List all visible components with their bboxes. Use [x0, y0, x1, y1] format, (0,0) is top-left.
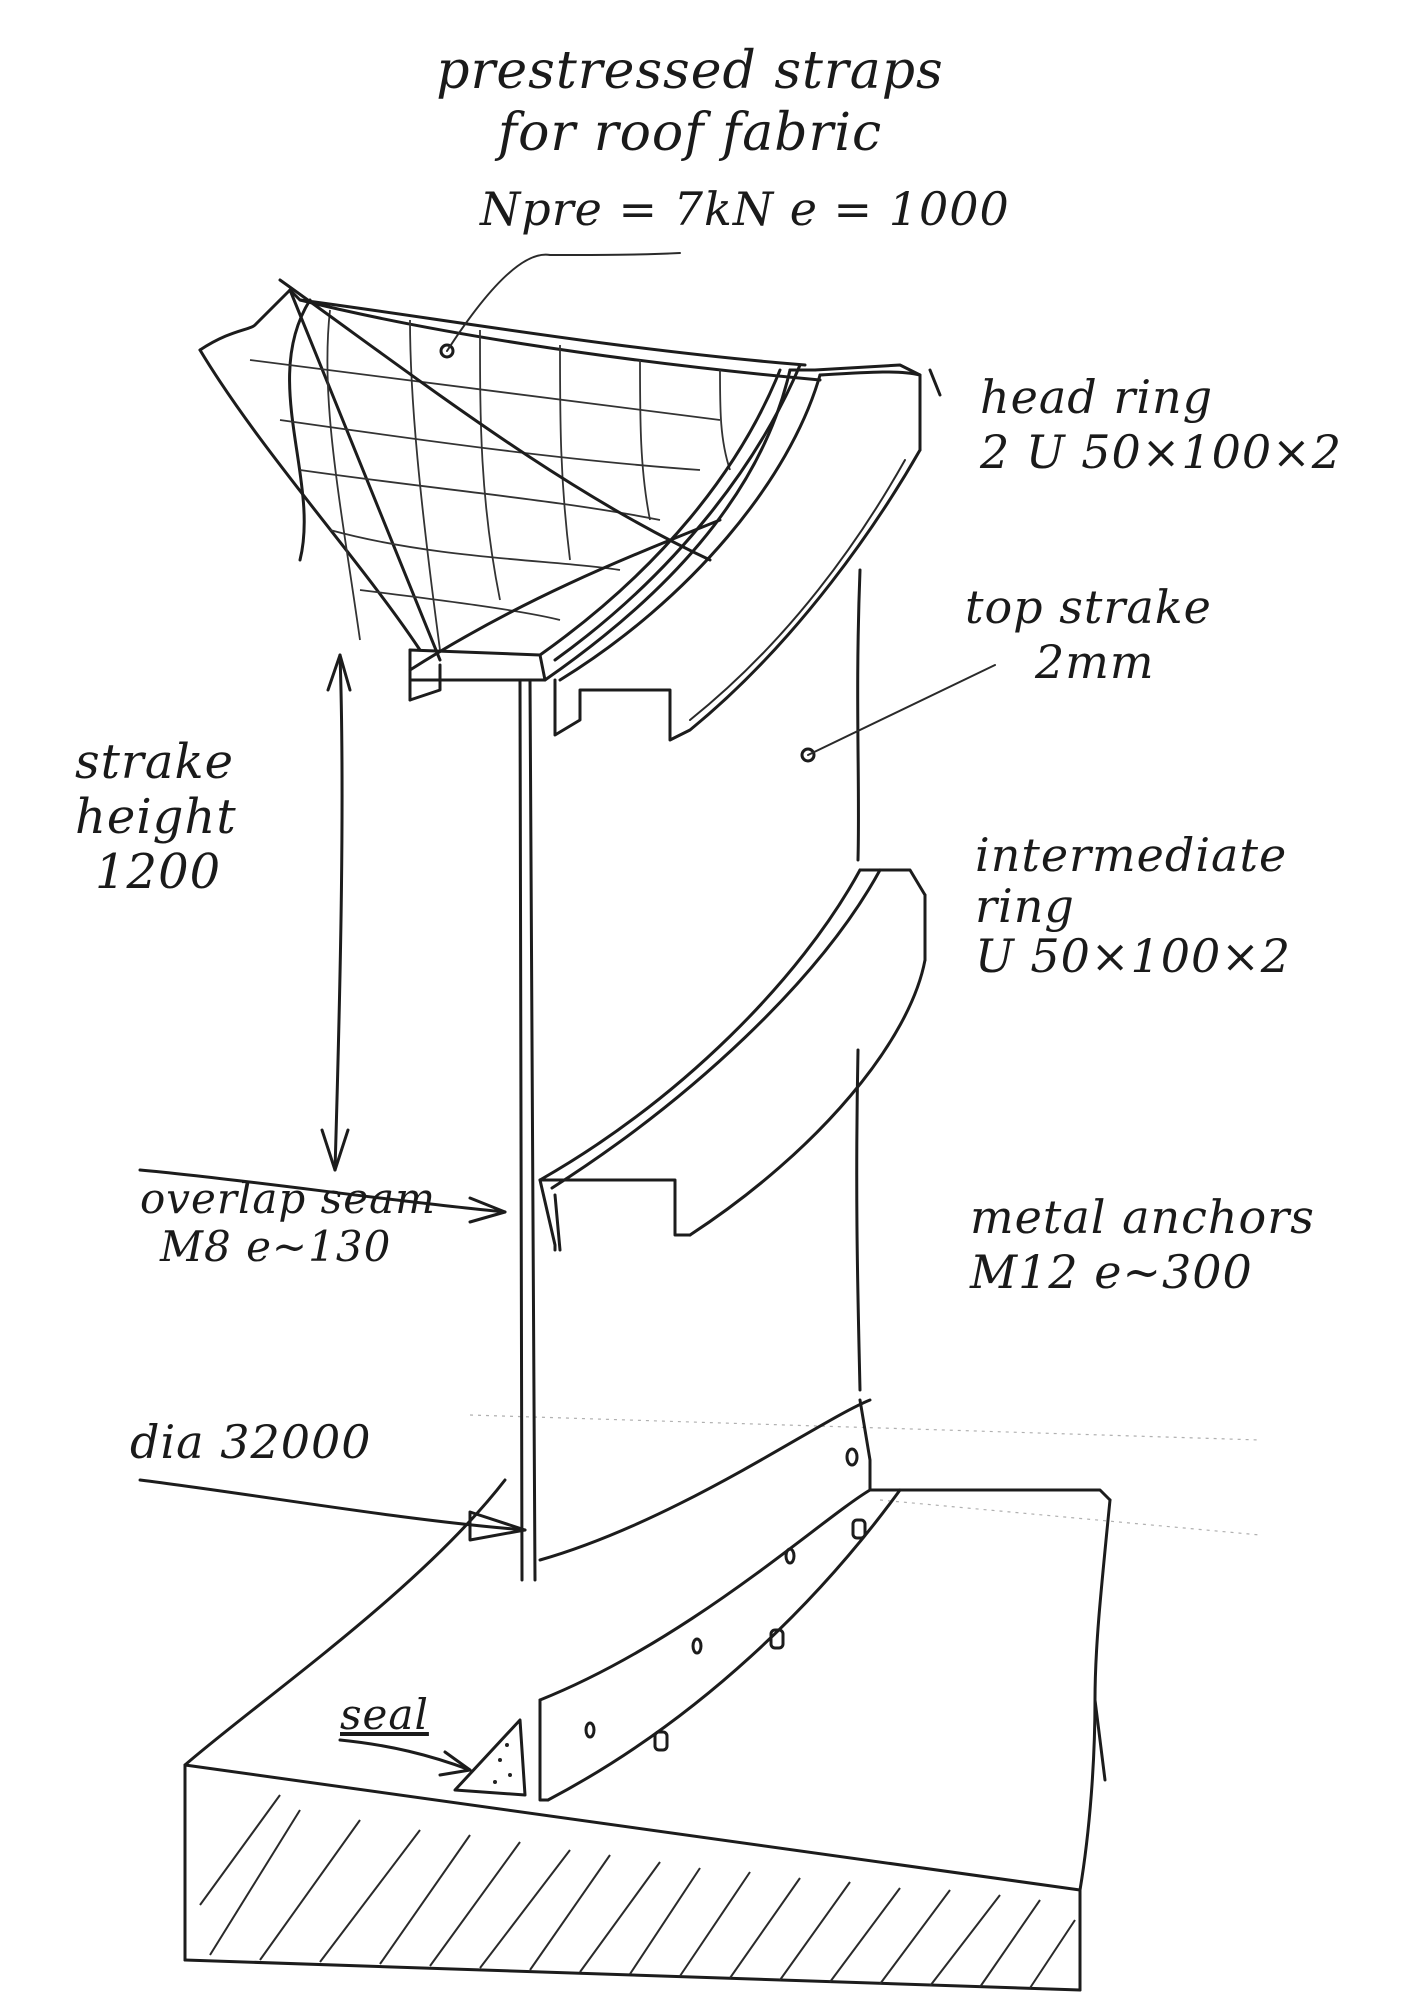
overlap-seam-arrow — [138, 1168, 507, 1214]
overlap-line1: overlap seam — [140, 1174, 436, 1223]
seal-label: seal — [340, 1690, 429, 1739]
straps-leader — [446, 252, 681, 352]
anchor-bolt-hole — [691, 1637, 703, 1655]
intermediate-line1: intermediate — [975, 828, 1288, 882]
top-strake-line1: top strake — [965, 580, 1212, 634]
straps-line1: prestressed straps — [436, 41, 944, 101]
intermediate-ring — [538, 868, 927, 1252]
metal-anchors-label: metal anchors M12 e~300 — [970, 1190, 1315, 1300]
anchor-angle — [538, 1398, 902, 1802]
anchor-bolt — [851, 1518, 867, 1540]
anchor-bolt-hole — [584, 1721, 596, 1739]
head-ring-line1: head ring — [980, 370, 1214, 424]
strake-height-arrow — [320, 653, 352, 1172]
overlap-seam-label: overlap seam M8 e~130 — [140, 1174, 436, 1272]
strake-height-line3: 1200 — [95, 844, 222, 901]
straps-line3: Npre = 7kN e = 1000 — [480, 182, 1010, 236]
faint-guide-line — [879, 1499, 1261, 1536]
strake-height-line2: height — [75, 789, 237, 846]
intermediate-ring-label: intermediate ring U 50×100×2 — [975, 830, 1291, 982]
dia-arrow — [138, 1478, 527, 1532]
intermediate-line3: U 50×100×2 — [975, 929, 1292, 984]
top-strake-label: top strake 2mm — [965, 580, 1212, 690]
anchor-bolt-hole — [784, 1547, 796, 1565]
faint-guide-line — [469, 1414, 1261, 1441]
intermediate-line2: ring — [975, 878, 1075, 933]
overlap-line2: M8 e~130 — [160, 1222, 392, 1272]
anchor-bolt — [769, 1628, 785, 1650]
straps-line2: for roof fabric — [497, 103, 883, 164]
top-strake-line2: 2mm — [1035, 635, 1155, 690]
foundation-slab — [183, 1478, 1112, 1992]
dia-label: dia 32000 — [130, 1415, 372, 1469]
anchor-bolt — [653, 1730, 669, 1752]
head-ring-label: head ring 2 U 50×100×2 — [980, 370, 1342, 480]
straps-label: prestressed straps for roof fabric — [395, 40, 985, 165]
strake-height-line1: strake — [75, 734, 234, 790]
head-ring — [408, 363, 942, 742]
anchors-line1: metal anchors — [970, 1190, 1315, 1244]
anchors-line2: M12 e~300 — [970, 1245, 1253, 1300]
head-ring-line2: 2 U 50×100×2 — [980, 425, 1342, 480]
roof-fabric — [198, 278, 822, 672]
seal-wedge — [453, 1718, 527, 1797]
slab-hatching — [199, 1794, 1076, 1989]
top-strake-dot — [800, 747, 816, 763]
strake-height-label: strake height 1200 — [75, 734, 237, 901]
anchor-bolt-hole — [845, 1447, 859, 1467]
shell-wall — [518, 568, 996, 1582]
seal-arrow — [338, 1738, 472, 1772]
strap-callout-dot — [439, 343, 455, 359]
